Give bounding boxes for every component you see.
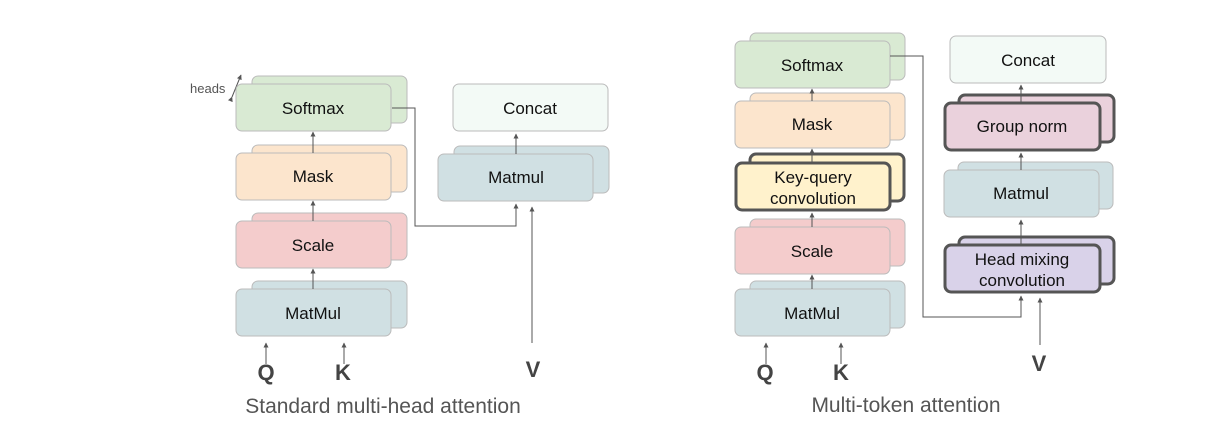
multi-token-attention-panel: Softmax Mask Key-query convolution Scale…: [734, 32, 1116, 417]
standard-attention-panel: heads Softmax Mask Scale MatMul: [190, 74, 610, 418]
left-matmul-v-label: Matmul: [488, 168, 544, 187]
right-matmul-v-block: Matmul: [943, 161, 1114, 218]
right-concat-block: Concat: [949, 35, 1107, 84]
left-softmax-block: Softmax: [235, 75, 408, 132]
left-v-label: V: [526, 357, 541, 382]
right-head-mix-label-2: convolution: [979, 271, 1065, 290]
left-mask-label: Mask: [293, 167, 334, 186]
left-mask-block: Mask: [235, 144, 408, 201]
left-scale-block: Scale: [235, 212, 408, 269]
right-softmax-block: Softmax: [734, 32, 906, 89]
left-k-label: K: [335, 360, 351, 385]
left-matmul-block: MatMul: [235, 280, 408, 337]
right-kq-conv-label-2: convolution: [770, 189, 856, 208]
right-k-label: K: [833, 360, 849, 385]
right-q-label: Q: [756, 360, 773, 385]
heads-arrow: [227, 74, 242, 103]
right-mask-label: Mask: [792, 115, 833, 134]
right-matmul-v-label: Matmul: [993, 184, 1049, 203]
right-caption: Multi-token attention: [811, 394, 1000, 417]
left-scale-label: Scale: [292, 236, 335, 255]
right-scale-label: Scale: [791, 242, 834, 261]
left-concat-label: Concat: [503, 99, 557, 118]
left-q-label: Q: [257, 360, 274, 385]
right-concat-label: Concat: [1001, 51, 1055, 70]
heads-label: heads: [190, 81, 226, 96]
left-matmul-v-block: Matmul: [437, 145, 610, 202]
right-group-norm-label: Group norm: [977, 117, 1068, 136]
right-v-label: V: [1032, 351, 1047, 376]
right-matmul-block: MatMul: [734, 280, 906, 337]
left-caption: Standard multi-head attention: [245, 395, 521, 418]
right-head-mix-label-1: Head mixing: [975, 250, 1070, 269]
right-matmul-label: MatMul: [784, 304, 840, 323]
right-kq-conv-block: Key-query convolution: [734, 152, 906, 212]
right-head-mix-block: Head mixing convolution: [943, 235, 1116, 294]
right-group-norm-block: Group norm: [943, 93, 1116, 152]
right-mask-block: Mask: [734, 92, 906, 149]
left-concat-block: Concat: [452, 83, 609, 132]
arrow-r-softmax-mix: [890, 55, 1024, 318]
arrow-softmax-matmul: [392, 107, 519, 227]
left-matmul-label: MatMul: [285, 304, 341, 323]
right-kq-conv-label-1: Key-query: [774, 168, 852, 187]
left-softmax-label: Softmax: [282, 99, 345, 118]
right-softmax-label: Softmax: [781, 56, 844, 75]
right-scale-block: Scale: [734, 218, 906, 275]
